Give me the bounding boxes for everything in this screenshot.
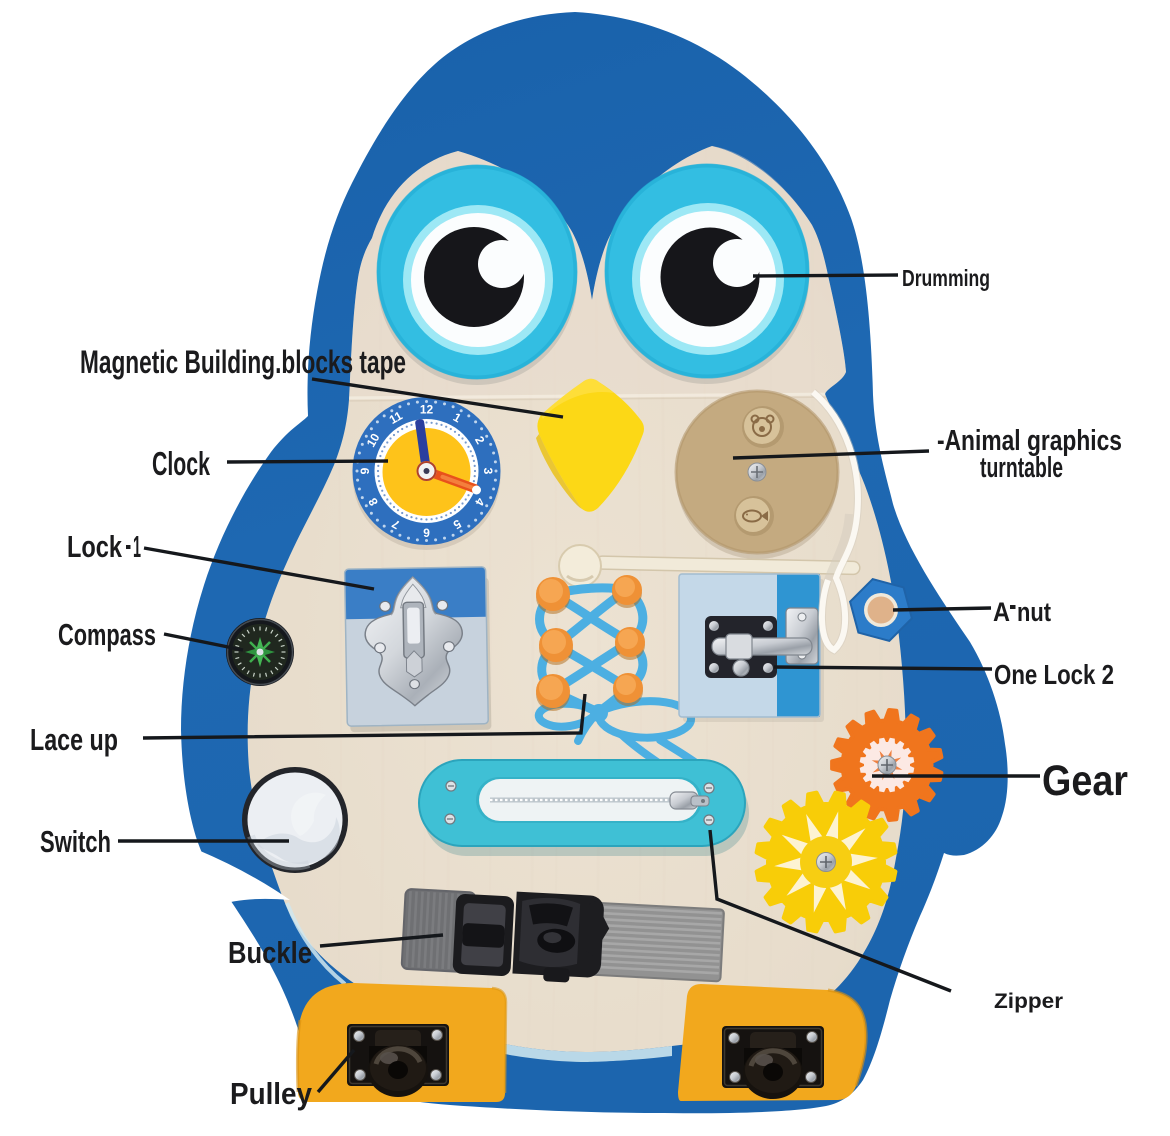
svg-text:6: 6 [423, 526, 430, 540]
svg-text:Gear: Gear [1042, 757, 1128, 805]
svg-text:Clock: Clock [152, 445, 210, 482]
svg-text:Lace up: Lace up [30, 722, 118, 757]
svg-text:Magnetic Building.blocks tape: Magnetic Building.blocks tape [80, 344, 406, 380]
svg-text:Pulley: Pulley [230, 1076, 313, 1111]
svg-text:turntable: turntable [980, 452, 1063, 484]
svg-text:1: 1 [133, 529, 141, 564]
svg-text:Switch: Switch [40, 824, 111, 859]
svg-text:9: 9 [358, 467, 372, 474]
svg-text:One Lock 2: One Lock 2 [994, 659, 1114, 690]
svg-text:12: 12 [420, 403, 434, 417]
svg-text:3: 3 [481, 468, 495, 475]
svg-text:Lock: Lock [67, 529, 123, 564]
svg-text:Buckle: Buckle [228, 935, 312, 970]
svg-text:10: 10 [364, 431, 383, 450]
svg-text:Zipper: Zipper [994, 989, 1064, 1013]
svg-text:Compass: Compass [58, 617, 156, 652]
svg-text:-Animal graphics: -Animal graphics [937, 425, 1122, 457]
svg-text:A: A [993, 597, 1010, 627]
svg-text:nut: nut [1017, 597, 1051, 627]
svg-text:Drumming: Drumming [902, 265, 990, 291]
